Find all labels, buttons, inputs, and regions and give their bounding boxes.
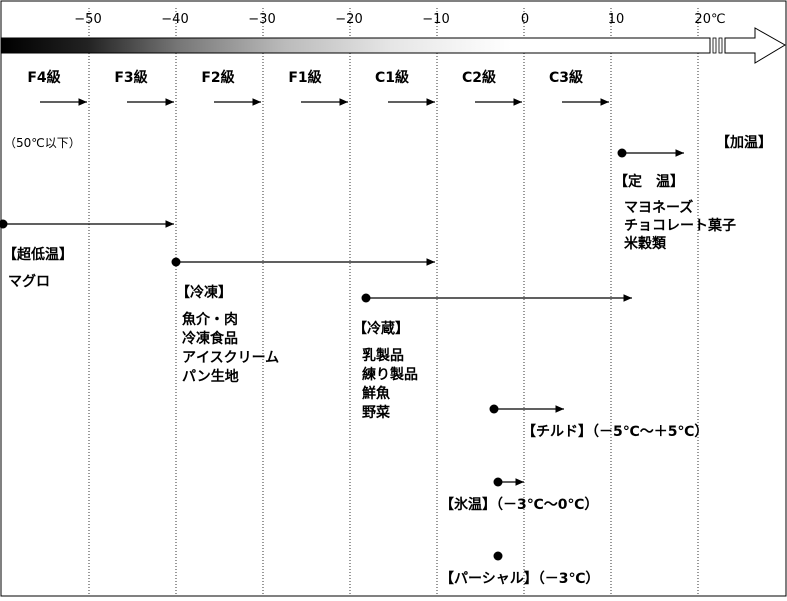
refrigerated-item: 鮮魚 <box>362 385 390 402</box>
tick-label: 20℃ <box>694 12 725 27</box>
tick-label: −10 <box>422 12 449 27</box>
tick-label: −50 <box>74 12 101 27</box>
tick-label: −30 <box>248 12 275 27</box>
note-below-50: （50℃以下） <box>4 136 81 150</box>
gridlines <box>88 8 699 595</box>
grade-c1: C1級 <box>375 69 409 86</box>
frozen-item: パン生地 <box>182 368 239 385</box>
grade-f3: F3級 <box>114 69 147 86</box>
grade-labels: F4級 F3級 F2級 F1級 C1級 C2級 C3級 <box>27 69 583 86</box>
grade-c2: C2級 <box>462 69 496 86</box>
constant-item: マヨネーズ <box>624 199 693 216</box>
tick-label: 10 <box>608 12 625 27</box>
grade-c3: C3級 <box>549 69 583 86</box>
label-ice-temp: 【氷温】（－3℃～0℃） <box>440 496 598 513</box>
tick-label: 0 <box>521 12 529 27</box>
grade-f4: F4級 <box>27 69 60 86</box>
label-partial: 【パーシャル】（－3℃） <box>440 571 599 587</box>
refrigerated-item: 野菜 <box>362 404 391 421</box>
frozen-item: 魚介・肉 <box>182 311 238 328</box>
refrigerated-item: 練り製品 <box>362 366 418 383</box>
label-ultra-low: 【超低温】 <box>3 246 73 263</box>
label-constant: 【定 温】 <box>614 173 684 190</box>
tick-label: −20 <box>335 12 362 27</box>
grade-f2: F2級 <box>201 69 234 86</box>
tick-labels: −50 −40 −30 −20 −10 0 10 20℃ <box>74 12 725 27</box>
partial-dot <box>493 551 503 561</box>
label-heating: 【加温】 <box>716 135 772 151</box>
label-chilled: 【チルド】（－5℃～＋5℃） <box>522 424 708 440</box>
constant-item: チョコレート菓子 <box>624 217 736 234</box>
tick-label: −40 <box>161 12 188 27</box>
grade-f1: F1級 <box>288 69 321 86</box>
ultra-low-item: マグロ <box>8 273 50 290</box>
label-refrigerated: 【冷蔵】 <box>353 320 409 337</box>
label-frozen: 【冷凍】 <box>176 284 232 301</box>
temperature-bar <box>1 27 786 64</box>
arrow-right-icon <box>724 27 786 64</box>
refrigerated-item: 乳製品 <box>362 347 404 364</box>
constant-item: 米穀類 <box>624 235 667 252</box>
frozen-item: アイスクリーム <box>182 350 279 366</box>
frozen-item: 冷凍食品 <box>182 330 238 347</box>
